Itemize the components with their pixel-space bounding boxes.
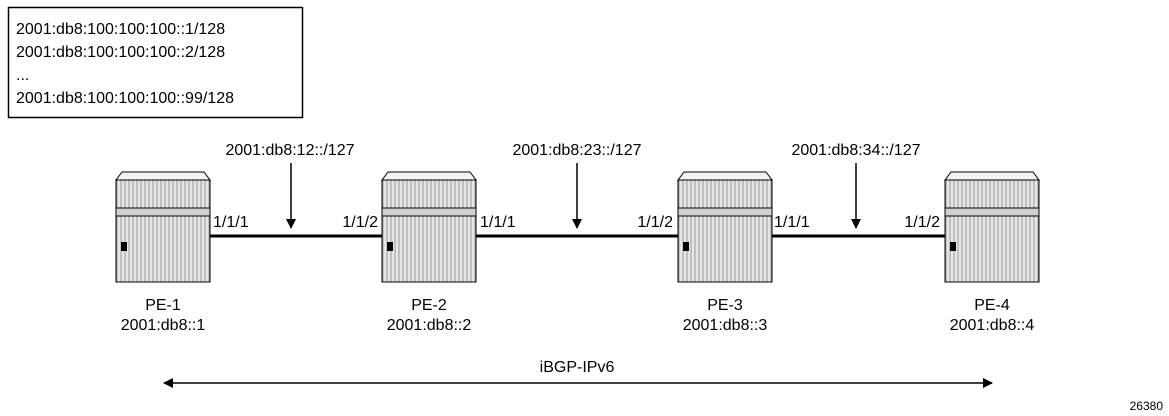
port-label-pe1-1-1-1: 1/1/1 xyxy=(213,214,249,231)
router-top-icon xyxy=(678,172,772,180)
ibgp-session: iBGP-IPv6 xyxy=(164,359,992,383)
router-name-pe-2: PE-2 xyxy=(411,297,447,314)
router-top-icon xyxy=(382,172,476,180)
router-pe-1: PE-1 2001:db8::1 xyxy=(116,172,210,334)
figure-id: 26380 xyxy=(1130,399,1164,413)
router-address-pe-4: 2001:db8::4 xyxy=(950,317,1035,334)
router-name-pe-3: PE-3 xyxy=(707,297,743,314)
router-pe-2: PE-2 2001:db8::2 xyxy=(382,172,476,334)
router-address-pe-1: 2001:db8::1 xyxy=(121,317,206,334)
port-label-pe4-1-1-2: 1/1/2 xyxy=(904,214,940,231)
prefix-line-2: 2001:db8:100:100:100::2/128 xyxy=(16,44,225,61)
router-address-pe-3: 2001:db8::3 xyxy=(683,317,768,334)
router-indicator-icon xyxy=(387,242,393,251)
subnet-label-pe3-pe4: 2001:db8:34::/127 xyxy=(791,142,920,159)
port-label-pe3-1-1-1: 1/1/1 xyxy=(774,214,810,231)
subnet-label-pe2-pe3: 2001:db8:23::/127 xyxy=(512,142,641,159)
prefix-box: 2001:db8:100:100:100::1/128 2001:db8:100… xyxy=(9,8,303,118)
router-indicator-icon xyxy=(121,242,127,251)
prefix-line-ellipsis: ... xyxy=(16,67,29,84)
ibgp-session-label: iBGP-IPv6 xyxy=(540,359,615,376)
prefix-line-4: 2001:db8:100:100:100::99/128 xyxy=(16,90,234,107)
router-address-pe-2: 2001:db8::2 xyxy=(387,317,472,334)
port-label-pe2-1-1-1: 1/1/1 xyxy=(480,214,516,231)
subnet-labels: 2001:db8:12::/127 2001:db8:23::/127 2001… xyxy=(225,142,920,228)
router-top-icon xyxy=(945,172,1039,180)
router-top-icon xyxy=(116,172,210,180)
prefix-line-1: 2001:db8:100:100:100::1/128 xyxy=(16,21,225,38)
router-pe-4: PE-4 2001:db8::4 xyxy=(945,172,1039,334)
subnet-label-pe1-pe2: 2001:db8:12::/127 xyxy=(225,142,354,159)
router-name-pe-4: PE-4 xyxy=(974,297,1010,314)
router-indicator-icon xyxy=(683,242,689,251)
router-name-pe-1: PE-1 xyxy=(145,297,181,314)
router-indicator-icon xyxy=(950,242,956,251)
router-pe-3: PE-3 2001:db8::3 xyxy=(678,172,772,334)
port-label-pe2-1-1-2: 1/1/2 xyxy=(342,214,378,231)
port-label-pe3-1-1-2: 1/1/2 xyxy=(637,214,673,231)
